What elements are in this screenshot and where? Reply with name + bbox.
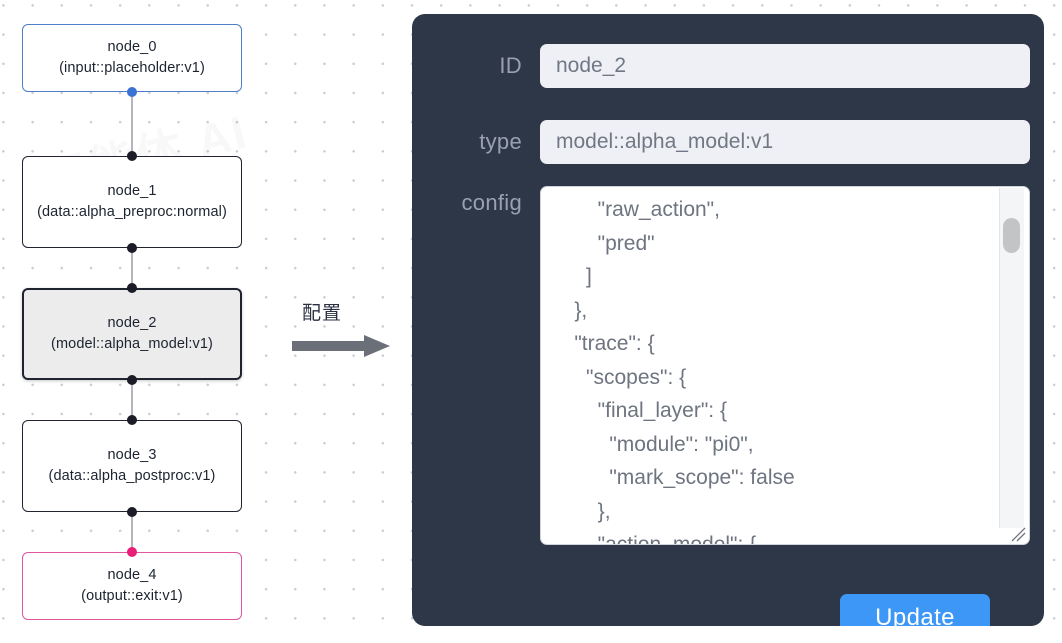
field-row-type: type <box>422 120 1030 164</box>
node-config-panel: ID type config "raw_action", "pred" ] },… <box>412 14 1044 626</box>
node-handle-target-node_2[interactable] <box>127 283 137 293</box>
node-label: node_0 (input::placeholder:v1) <box>59 39 205 76</box>
node-handle-source-node_1[interactable] <box>127 243 137 253</box>
resize-grip-icon[interactable] <box>1009 525 1027 543</box>
edge-node0-node1 <box>131 92 133 156</box>
node-handle-target-node_3[interactable] <box>127 415 137 425</box>
graph-node-node_4[interactable]: node_4 (output::exit:v1) <box>22 552 242 620</box>
field-label-config: config <box>461 190 522 215</box>
field-label-type: type <box>479 129 522 154</box>
edge-node1-node2 <box>131 248 133 288</box>
node-handle-target-node_1[interactable] <box>127 151 137 161</box>
field-row-config: config "raw_action", "pred" ] }, "trace"… <box>422 186 1030 545</box>
graph-node-node_2[interactable]: node_2 (model::alpha_model:v1) <box>22 288 242 380</box>
node-handle-target-node_4[interactable] <box>127 547 137 557</box>
arrow-right-icon <box>292 335 390 357</box>
graph-node-node_0[interactable]: node_0 (input::placeholder:v1) <box>22 24 242 92</box>
node-label: node_1 (data::alpha_preproc:normal) <box>37 183 227 220</box>
node-handle-source-node_0[interactable] <box>127 87 137 97</box>
config-editor-wrapper: "raw_action", "pred" ] }, "trace": { "sc… <box>540 186 1030 545</box>
configure-annotation: 配置 <box>292 298 397 360</box>
config-textarea[interactable]: "raw_action", "pred" ] }, "trace": { "sc… <box>540 186 1030 545</box>
node-label: node_3 (data::alpha_postproc:v1) <box>48 447 216 484</box>
edge-node3-node4 <box>131 512 133 552</box>
node-label: node_4 (output::exit:v1) <box>81 567 183 604</box>
field-label-id: ID <box>499 53 522 78</box>
arrow-caption: 配置 <box>302 303 343 324</box>
type-input[interactable] <box>540 120 1030 164</box>
graph-node-node_3[interactable]: node_3 (data::alpha_postproc:v1) <box>22 420 242 512</box>
edge-node2-node3 <box>131 380 133 420</box>
node-label: node_2 (model::alpha_model:v1) <box>51 315 213 352</box>
id-input[interactable] <box>540 44 1030 88</box>
field-row-id: ID <box>422 44 1030 88</box>
node-handle-source-node_3[interactable] <box>127 507 137 517</box>
update-button[interactable]: Update <box>840 594 990 626</box>
config-scrollbar-thumb[interactable] <box>1003 218 1020 253</box>
node-handle-source-node_2[interactable] <box>127 375 137 385</box>
graph-node-node_1[interactable]: node_1 (data::alpha_preproc:normal) <box>22 156 242 248</box>
